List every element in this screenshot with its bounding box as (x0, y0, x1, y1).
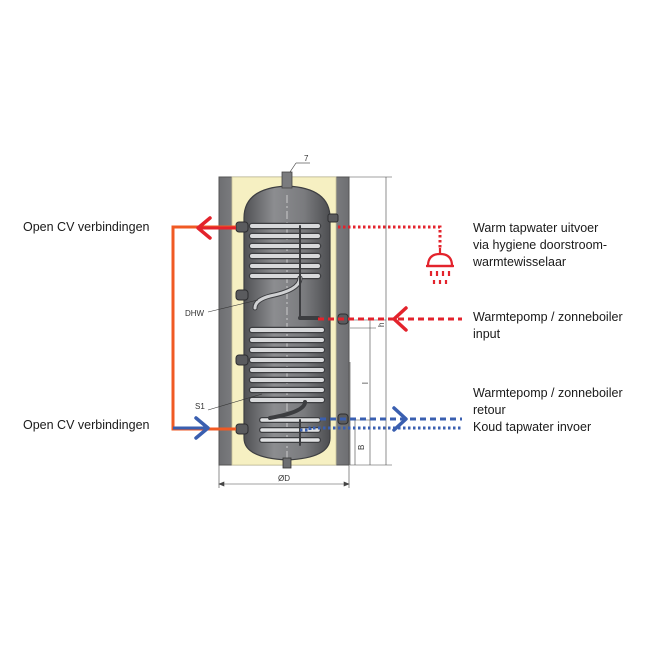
dimension-lines (218, 176, 392, 488)
warm-tap-line-1: Warm tapwater uitvoer (473, 221, 599, 235)
dhw-leader (207, 299, 259, 313)
dhw-coil (248, 222, 322, 320)
cold-tap-label: Koud tapwater invoer (473, 420, 592, 434)
h-label: h (377, 323, 386, 327)
hp-return-label: Warmtepomp / zonneboiler retour Koud tap… (473, 385, 623, 436)
hp-input-arrow (392, 306, 408, 332)
l-label: l (361, 382, 370, 384)
open-cv-top-label: Open CV verbindingen (23, 220, 150, 234)
warm-tap-line-3: warmtewisselaar (473, 255, 567, 269)
hp-input-line-2: input (473, 327, 501, 341)
b-label: B (357, 445, 366, 450)
warm-tap-pipe (338, 225, 442, 248)
hp-input-label: Warmtepomp / zonneboiler input (473, 309, 623, 343)
hp-return-arrow (392, 406, 408, 432)
hp-return-line-1: Warmtepomp / zonneboiler (473, 386, 623, 400)
top-fitting (281, 171, 293, 189)
top-fitting-label: 7 (304, 154, 309, 163)
diameter-label: ØD (278, 474, 290, 483)
s1-label: S1 (195, 402, 205, 411)
warm-tap-line-2: via hygiene doorstroom- (473, 238, 608, 252)
cold-tap-pipe (300, 426, 462, 432)
warm-tap-label: Warm tapwater uitvoer via hygiene doorst… (473, 220, 607, 271)
s1-leader (207, 393, 263, 411)
bottom-drain (282, 457, 292, 469)
dhw-label: DHW (185, 309, 205, 318)
hp-input-line-1: Warmtepomp / zonneboiler (473, 310, 623, 324)
top-fitting-leader (289, 162, 297, 173)
s1-coil (248, 326, 326, 446)
left-nozzles (235, 221, 249, 435)
hp-return-line-2: retour (473, 403, 506, 417)
shower-icon (426, 248, 454, 284)
open-cv-bottom-label: Open CV verbindingen (23, 418, 150, 432)
